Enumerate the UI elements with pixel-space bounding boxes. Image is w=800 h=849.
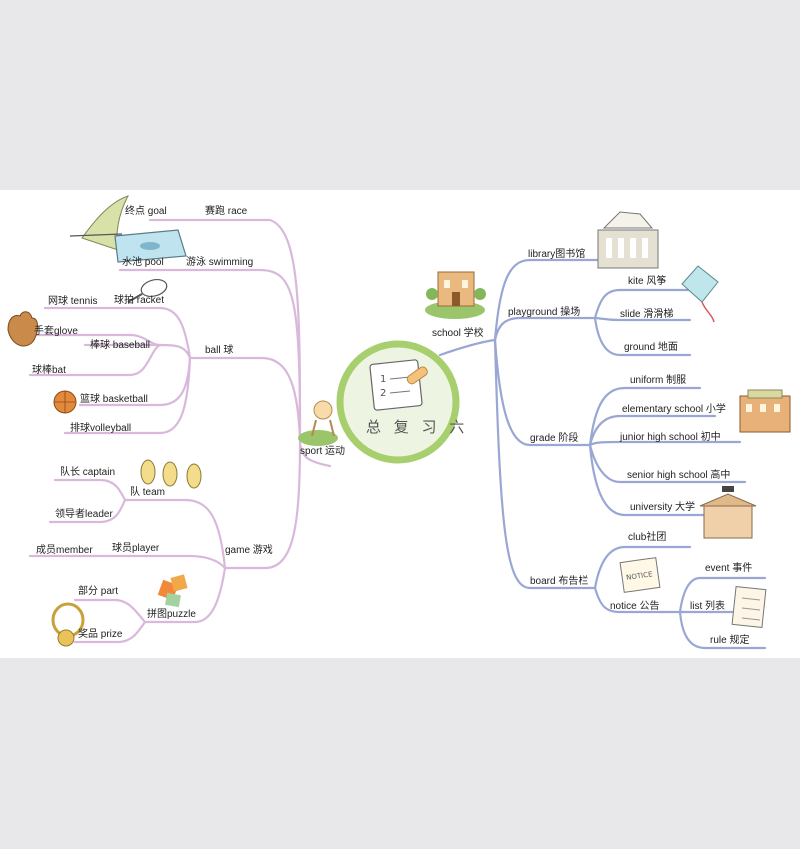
label-playground: playground 操场 (508, 307, 581, 318)
label-leader: 领导者leader (55, 509, 113, 520)
label-prize: 奖品 prize (78, 629, 123, 640)
label-puzzle: 拼图puzzle (147, 609, 196, 620)
notepad-icon: 1 2 (369, 359, 428, 411)
branch-racket-tennis (43, 306, 192, 360)
branch-kite (593, 288, 692, 320)
branch-playground (493, 316, 597, 342)
basketball-icon (53, 390, 77, 414)
label-list: list 列表 (690, 601, 725, 612)
school-building-icon (425, 271, 486, 319)
branch-board (493, 338, 597, 590)
label-bat: 球棒bat (32, 365, 66, 376)
mind-map-branches: 1 2 (7, 195, 791, 650)
label-captain: 队长 captain (60, 467, 116, 478)
center-title: 总 复 习 六 (366, 418, 469, 436)
branch-player (103, 554, 227, 570)
branch-swimming-pool (118, 268, 302, 442)
label-ground: ground 地面 (624, 342, 678, 353)
branch-bat (28, 343, 162, 377)
branch-center-school (438, 338, 497, 357)
branch-game (223, 438, 302, 570)
branch-ground (593, 316, 692, 357)
label-rule: rule 规定 (710, 635, 750, 646)
branch-junior (588, 440, 742, 447)
branch-grade (493, 338, 592, 447)
label-baseball: 棒球 baseball (90, 340, 151, 351)
label-uniform: uniform 制服 (630, 375, 687, 386)
label-player: 球员player (112, 543, 160, 554)
elementary-school-icon (739, 389, 791, 433)
school-label: school 学校 (432, 328, 484, 339)
label-racket: 球拍 racket (114, 295, 165, 306)
branch-elementary (588, 414, 717, 447)
label-member: 成员member (36, 545, 93, 556)
label-board: board 布告栏 (530, 576, 589, 587)
label-pool: 水池 pool (122, 257, 164, 268)
branch-volleyball (63, 356, 192, 435)
notice-sign-text: NOTICE (626, 570, 653, 582)
sport-branches (28, 218, 332, 644)
branch-part (73, 598, 147, 624)
medal-icon (51, 602, 85, 647)
branch-puzzle (143, 566, 227, 624)
label-slide: slide 滑滑梯 (620, 309, 674, 320)
label-glove: 手套glove (34, 326, 78, 337)
school-branches (438, 258, 767, 650)
branch-slide (593, 316, 692, 322)
mind-map-canvas: 1 2 (0, 190, 800, 658)
label-game: game 游戏 (225, 545, 273, 556)
center-node: 1 2 (336, 340, 460, 464)
label-kite: kite 风筝 (628, 276, 667, 287)
label-junior: junior high school 初中 (620, 432, 721, 443)
branch-team (123, 498, 227, 570)
label-library: library图书馆 (528, 249, 586, 260)
team-figures-icon (140, 459, 202, 489)
branch-rule (678, 610, 767, 650)
glove-icon (7, 311, 39, 347)
label-club: club社团 (628, 532, 667, 543)
svg-text:1: 1 (380, 374, 386, 385)
label-grade: grade 阶段 (530, 433, 579, 444)
puzzle-icon (157, 574, 188, 608)
label-basketball: 篮球 basketball (80, 394, 148, 405)
branch-notice (593, 586, 682, 614)
svg-text:2: 2 (380, 388, 386, 399)
notice-sheet-icon: NOTICE (619, 557, 661, 593)
label-ball: ball 球 (205, 345, 234, 356)
label-notice: notice 公告 (610, 601, 660, 612)
label-goal: 终点 goal (125, 206, 167, 217)
label-senior: senior high school 高中 (627, 470, 731, 481)
university-icon (699, 486, 757, 539)
label-event: event 事件 (705, 563, 753, 574)
library-icon (597, 211, 659, 269)
label-volleyball: 排球volleyball (70, 423, 132, 434)
sport-label: sport 运动 (300, 446, 346, 457)
label-elementary: elementary school 小学 (622, 404, 726, 415)
label-team: 队 team (130, 487, 166, 498)
branch-uniform (588, 386, 702, 447)
branch-event (678, 576, 767, 614)
pool-icon (114, 229, 187, 263)
branch-captain (53, 478, 127, 502)
branch-ball (188, 356, 302, 442)
branch-senior (588, 443, 747, 484)
list-sheet-icon (731, 585, 767, 629)
branch-university (588, 443, 712, 517)
kite-icon (681, 265, 719, 323)
racket-icon (127, 278, 168, 303)
branch-prize (73, 620, 147, 644)
label-part: 部分 part (78, 586, 119, 597)
label-swimming: 游泳 swimming (186, 257, 254, 268)
label-university: university 大学 (630, 502, 696, 513)
label-tennis: 网球 tennis (48, 296, 98, 307)
branch-library (493, 258, 602, 342)
branch-leader (48, 498, 127, 524)
branch-glove (28, 333, 162, 347)
branch-club (593, 545, 692, 590)
sport-kid-icon (298, 400, 338, 446)
label-race: 赛跑 race (205, 206, 248, 217)
